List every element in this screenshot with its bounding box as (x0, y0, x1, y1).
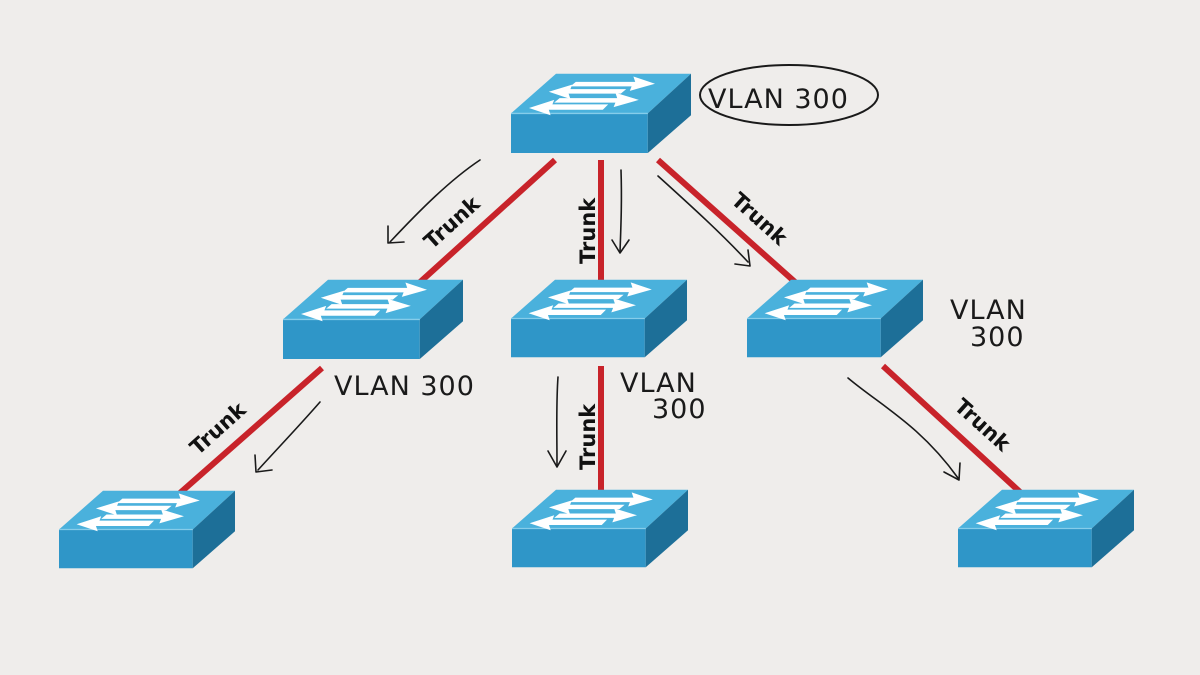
vlan-label-center-line2: 300 (652, 394, 707, 425)
switch-mid-right (746, 279, 924, 358)
flow-arrow-to-mid-right (657, 175, 751, 267)
network-switch-icon (511, 489, 689, 568)
switch-bottom-center (511, 489, 689, 568)
network-switch-icon (510, 73, 692, 154)
trunk-label-mid-right-bottom-right: Trunk (950, 394, 1016, 457)
trunk-link-root-mid-right (656, 157, 797, 285)
trunk-label-root-mid-left: Trunk (419, 191, 485, 254)
flow-arrow-to-mid-left (387, 159, 481, 244)
flow-arrow-to-mid-center (611, 169, 630, 254)
network-switch-icon (58, 490, 236, 569)
trunk-label-root-mid-center: Trunk (576, 197, 600, 264)
vlan-label-right-line1: VLAN (950, 295, 1027, 326)
trunk-links (178, 157, 1023, 496)
trunk-link-mid-right-bottom-right (880, 363, 1023, 495)
vlan-circle-highlight (699, 64, 879, 126)
network-switch-icon (746, 279, 924, 358)
switch-mid-center (510, 279, 688, 358)
vlan-label-right-line2: 300 (970, 322, 1025, 353)
switch-bottom-right (957, 489, 1135, 568)
network-switch-icon (957, 489, 1135, 568)
vlan-label-center-line1: VLAN (620, 368, 697, 399)
switch-bottom-left (58, 490, 236, 569)
flow-arrow-to-bottom-right (847, 377, 961, 481)
trunk-label-mid-center-bottom-center: Trunk (576, 403, 600, 470)
switch-mid-left (282, 279, 464, 360)
network-switch-icon (282, 279, 464, 360)
flow-arrow-to-bottom-left (254, 401, 321, 473)
trunk-label-mid-left-bottom-left: Trunk (185, 397, 251, 460)
trunk-link-root-mid-left (415, 157, 558, 287)
network-switch-icon (510, 279, 688, 358)
flow-arrow-to-bottom-center (547, 376, 567, 468)
vlan-label-root: VLAN 300 (708, 84, 849, 115)
trunk-link-mid-left-bottom-left (178, 365, 324, 496)
vlan-label-left: VLAN 300 (334, 371, 475, 402)
switch-root (510, 73, 692, 154)
trunk-label-root-mid-right: Trunk (727, 188, 793, 251)
